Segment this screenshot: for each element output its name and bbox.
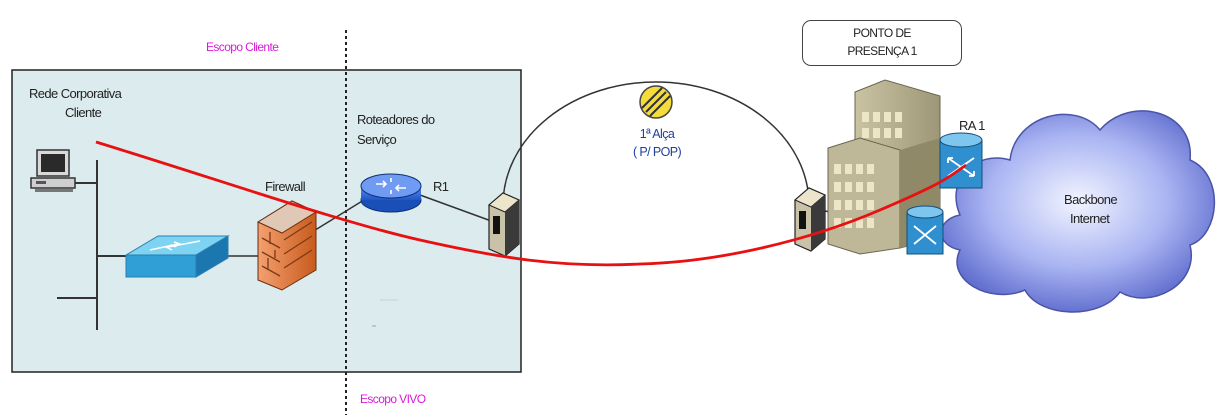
pop-label-1: PONTO DE bbox=[853, 26, 911, 40]
repeater-icon bbox=[639, 85, 673, 119]
router-ra1-icon bbox=[939, 132, 983, 189]
firewall-label: Firewall bbox=[265, 179, 306, 194]
client-network-label-2: Cliente bbox=[65, 105, 102, 120]
backbone-label-2: Internet bbox=[1070, 211, 1110, 226]
workstation-icon bbox=[30, 149, 76, 192]
pop-label-2: PRESENÇA 1 bbox=[847, 44, 917, 58]
modem-icon bbox=[488, 192, 520, 257]
r1-label: R1 bbox=[433, 179, 449, 194]
pop-box: PONTO DE PRESENÇA 1 bbox=[802, 20, 962, 66]
traffic-path bbox=[95, 140, 967, 267]
client-network-label-1: Rede Corporativa bbox=[29, 86, 122, 101]
backbone-label-1: Backbone bbox=[1064, 192, 1118, 207]
link-label-1: 1ª Alça bbox=[639, 127, 675, 141]
routers-label-1: Roteadores do bbox=[357, 112, 435, 127]
modem-icon-pop bbox=[794, 187, 826, 252]
cloud-icon bbox=[940, 110, 1216, 313]
router-icon bbox=[360, 173, 422, 213]
switch-icon bbox=[124, 235, 230, 278]
router-ra2-icon bbox=[906, 205, 944, 255]
routers-label-2: Serviço bbox=[357, 132, 397, 147]
access-link-arc bbox=[502, 81, 810, 206]
ra1-label: RA 1 bbox=[959, 118, 985, 133]
link-label-2: ( P/ POP) bbox=[632, 145, 682, 159]
link-router-modem bbox=[419, 194, 495, 223]
scope-vivo-label: Escopo VIVO bbox=[360, 392, 426, 406]
scope-client-label: Escopo Cliente bbox=[206, 40, 279, 54]
